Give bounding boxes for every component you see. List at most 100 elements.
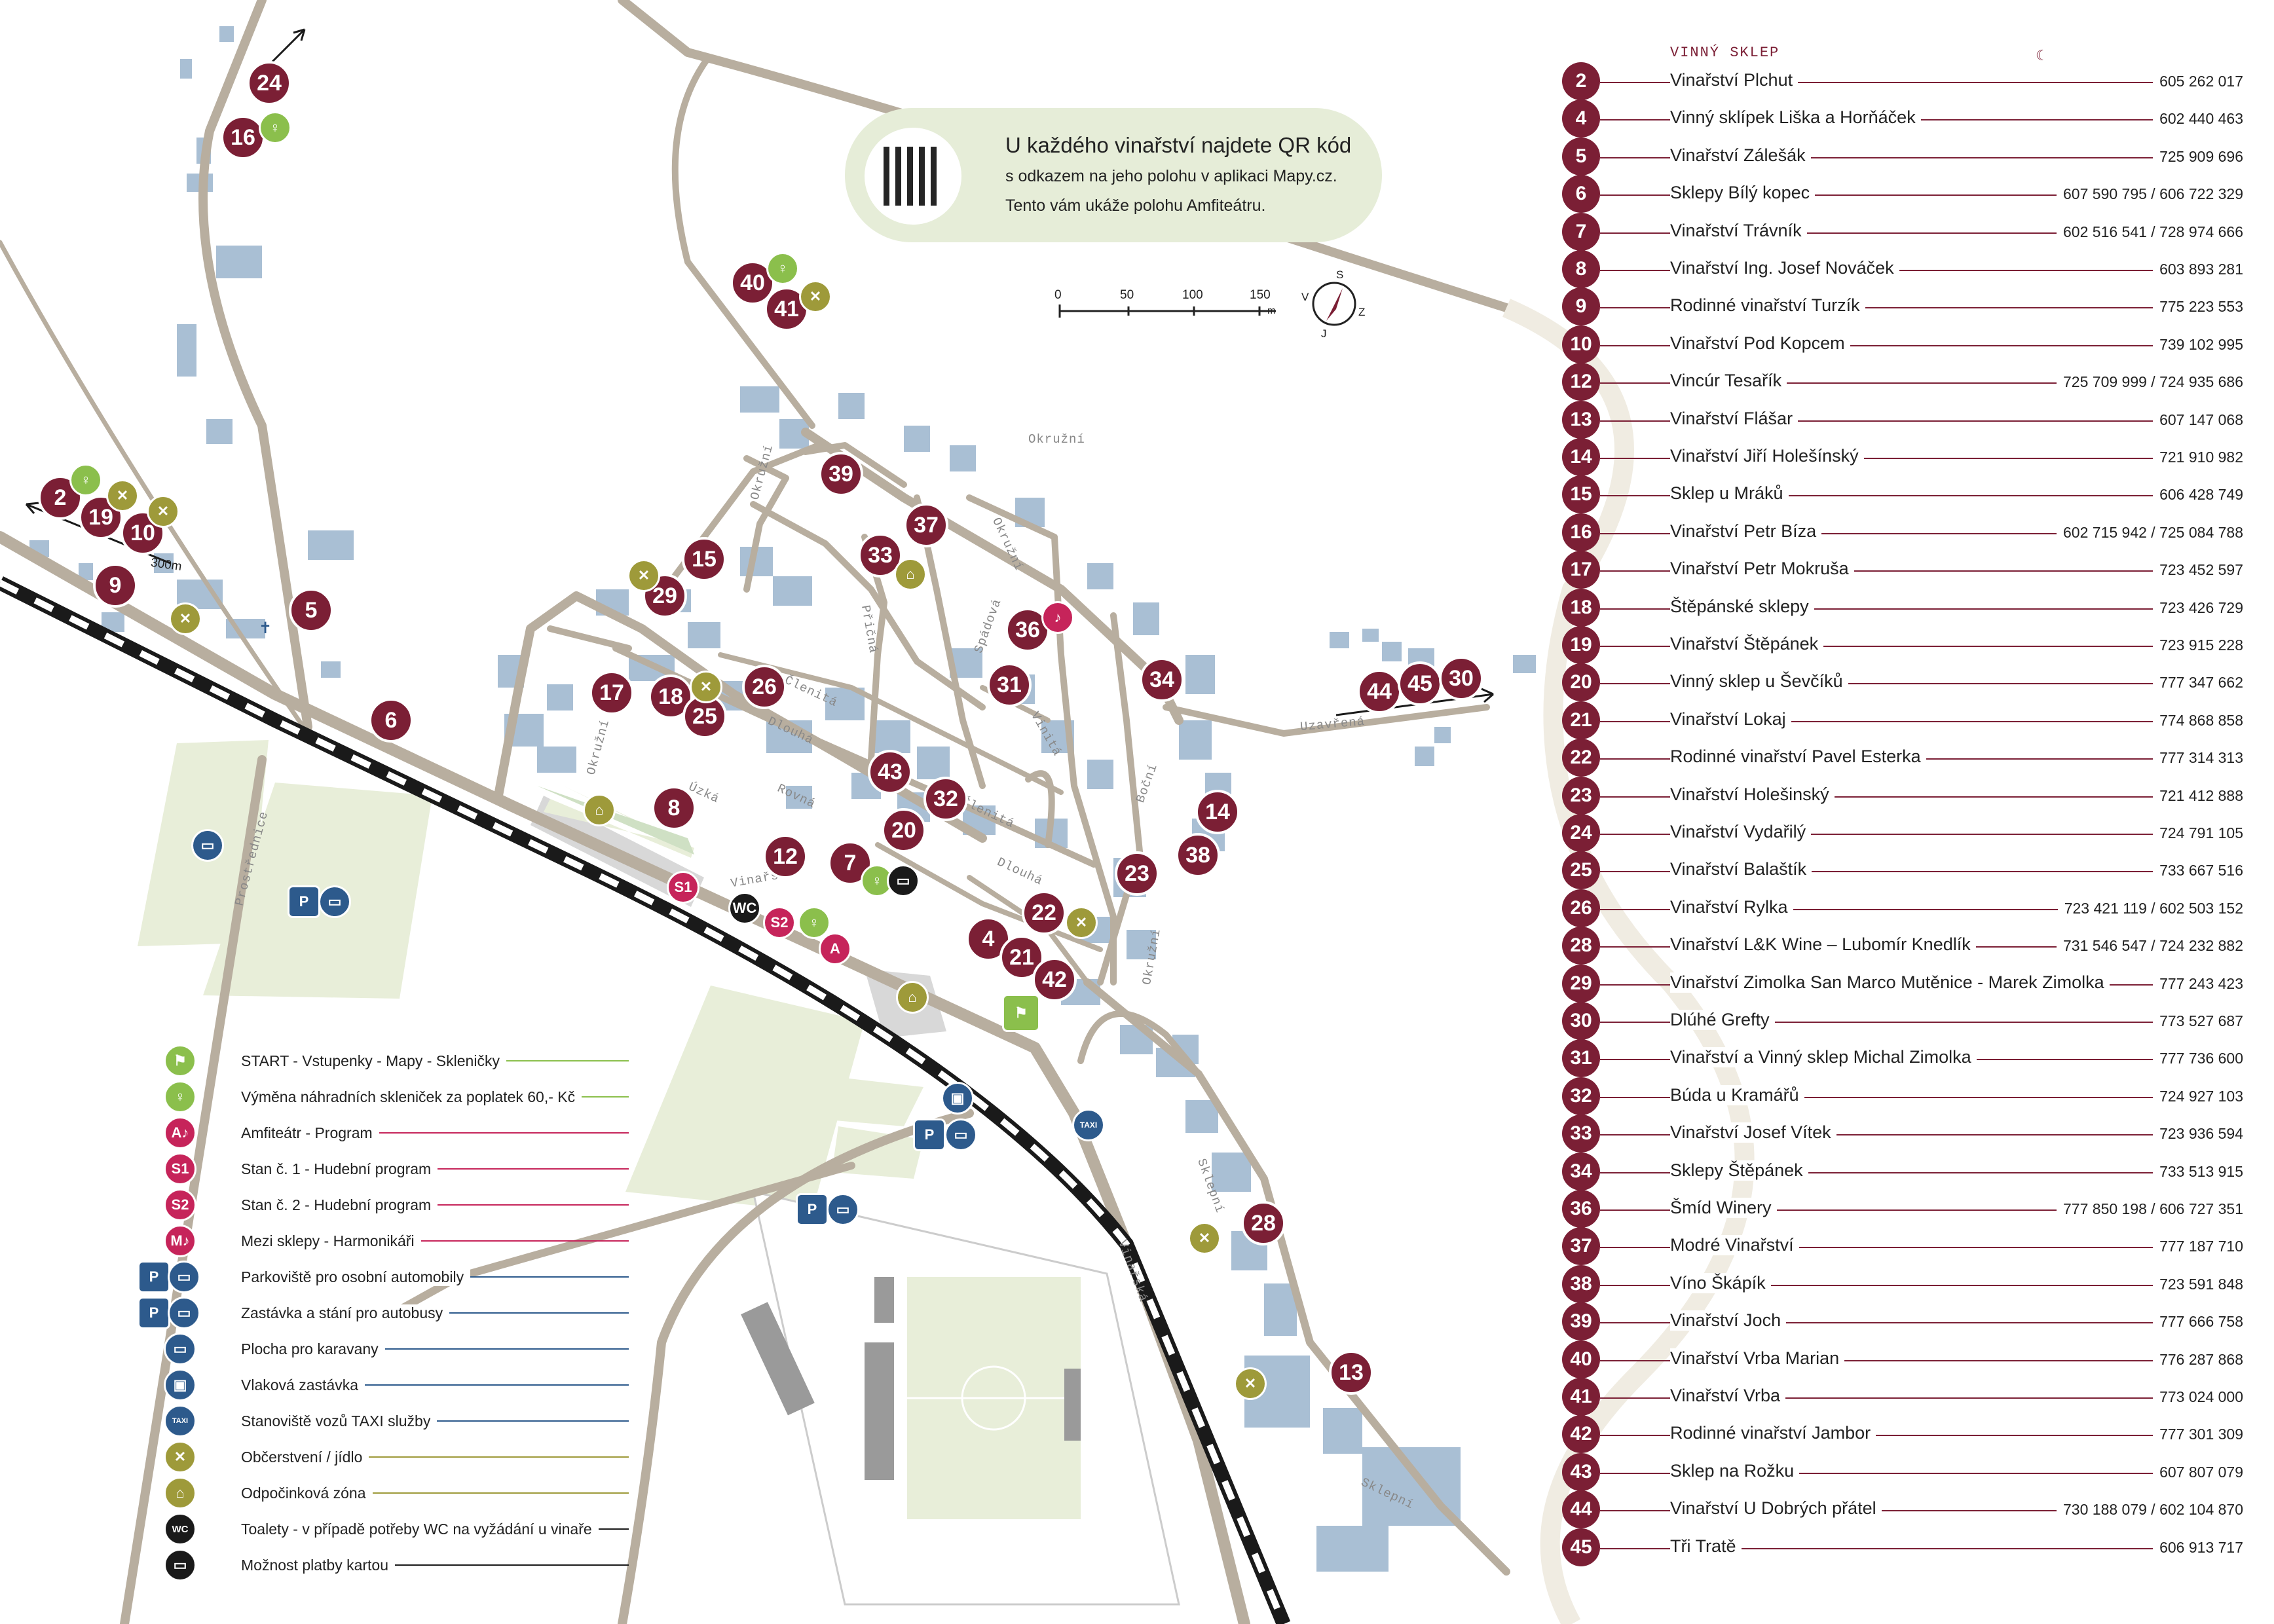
map-pin-13[interactable]: 13 — [1329, 1350, 1373, 1395]
food-icon[interactable]: ✕ — [627, 559, 660, 592]
map-pin-23[interactable]: 23 — [1115, 851, 1159, 896]
map-pin-7[interactable]: 7 — [828, 841, 872, 885]
map-pin-24[interactable]: 24 — [247, 61, 291, 105]
amphitheatre-icon[interactable]: A — [819, 932, 851, 965]
food-icon[interactable]: ✕ — [799, 280, 832, 313]
music-icon[interactable]: ♪ — [1041, 601, 1074, 634]
car-parking-icon[interactable]: P — [288, 885, 320, 918]
qr-code-icon[interactable] — [865, 128, 961, 225]
stage-1-icon[interactable]: S1 — [667, 871, 699, 904]
card-payment-icon[interactable]: ▭ — [887, 864, 920, 897]
map-pin-8[interactable]: 8 — [652, 786, 696, 830]
map-pin-22[interactable]: 22 — [1022, 891, 1066, 935]
wine-glass-icon[interactable]: ♀ — [766, 252, 799, 285]
map-pin-32[interactable]: 32 — [923, 777, 968, 821]
bus-parking-icon[interactable]: P — [913, 1118, 946, 1151]
rest-zone-icon[interactable]: ⌂ — [896, 981, 929, 1014]
map-pin-43[interactable]: 43 — [868, 750, 912, 794]
food-icon[interactable]: ✕ — [1234, 1367, 1267, 1400]
wc-icon[interactable]: WC — [728, 892, 761, 925]
map-pin-15[interactable]: 15 — [682, 537, 726, 581]
rest-zone-icon[interactable]: ⌂ — [583, 794, 616, 826]
caravan-icon[interactable]: ▭ — [191, 829, 224, 862]
food-icon[interactable]: ✕ — [1188, 1222, 1221, 1255]
food-icon[interactable]: ✕ — [1065, 906, 1098, 939]
stage-2-icon[interactable]: S2 — [763, 906, 796, 939]
map-pin-42[interactable]: 42 — [1032, 957, 1077, 1002]
map-pin-44[interactable]: 44 — [1357, 669, 1402, 714]
wine-glass-icon[interactable]: ♀ — [69, 464, 102, 496]
map-pin-37[interactable]: 37 — [904, 503, 948, 547]
map-pin-14[interactable]: 14 — [1195, 790, 1240, 834]
food-icon[interactable]: ✕ — [147, 495, 179, 528]
map-pin-30[interactable]: 30 — [1439, 656, 1483, 701]
map-pin-39[interactable]: 39 — [819, 452, 863, 496]
food-icon[interactable]: ✕ — [106, 479, 139, 512]
wine-glass-icon[interactable]: ♀ — [259, 111, 291, 144]
car-icon[interactable]: ▭ — [318, 885, 351, 918]
car-parking-icon[interactable]: P — [796, 1193, 829, 1226]
food-icon[interactable]: ✕ — [690, 671, 722, 703]
rest-zone-icon[interactable]: ⌂ — [894, 558, 927, 591]
map-pin-17[interactable]: 17 — [589, 671, 634, 715]
map-pin-34[interactable]: 34 — [1140, 657, 1184, 702]
wine-glass-icon[interactable]: ♀ — [798, 906, 830, 939]
map-pin-26[interactable]: 26 — [742, 665, 787, 709]
taxi-icon[interactable]: TAXI — [1072, 1109, 1105, 1141]
map-pin-5[interactable]: 5 — [289, 588, 333, 633]
train-icon[interactable]: ▣ — [941, 1082, 974, 1115]
food-icon[interactable]: ✕ — [169, 602, 202, 635]
map-pin-45[interactable]: 45 — [1398, 661, 1442, 706]
map-pin-31[interactable]: 31 — [987, 663, 1032, 707]
map-pin-38[interactable]: 38 — [1176, 833, 1220, 877]
map-pin-28[interactable]: 28 — [1241, 1201, 1286, 1246]
start-flag-icon[interactable]: ⚑ — [1002, 994, 1040, 1032]
map-pin-20[interactable]: 20 — [882, 808, 926, 853]
map-pin-16[interactable]: 16 — [221, 115, 265, 160]
map-pin-9[interactable]: 9 — [93, 563, 138, 608]
bus-icon[interactable]: ▭ — [944, 1118, 977, 1151]
map-pin-12[interactable]: 12 — [763, 834, 808, 879]
map-pin-2[interactable]: 2 — [38, 475, 83, 520]
map-pin-10[interactable]: 10 — [121, 511, 165, 555]
